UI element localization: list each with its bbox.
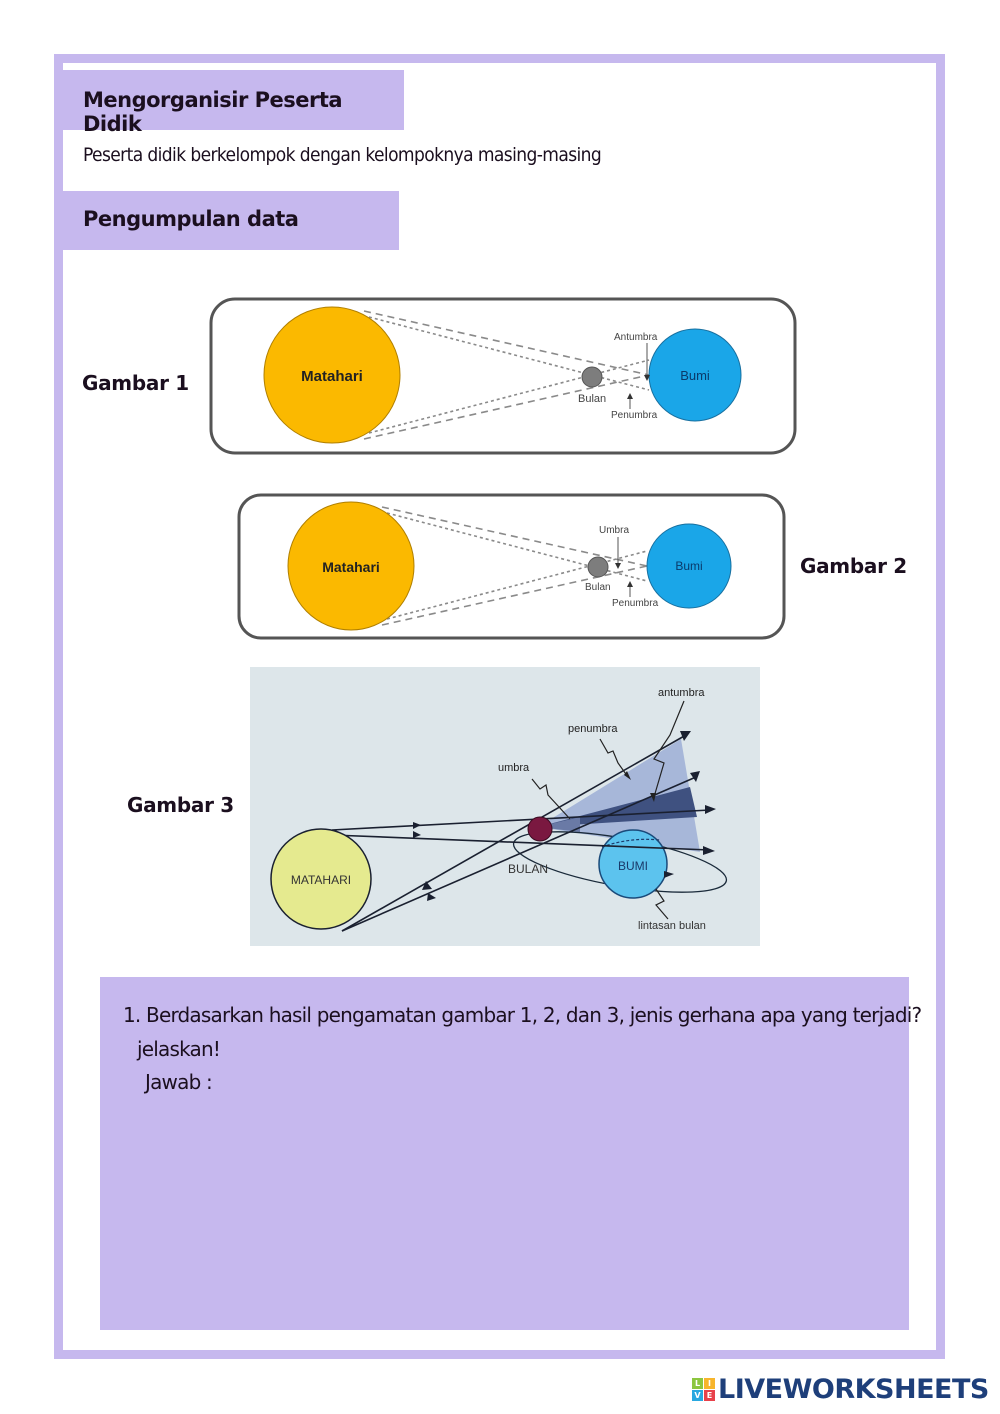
penumbra-label: Penumbra [612,598,659,609]
sun-label: Matahari [322,559,380,575]
sun-circle [263,306,401,444]
earth-circle [646,523,732,609]
umbra-label: Umbra [599,525,629,536]
figure-label-1: Gambar 1 [82,371,189,395]
orbit-label: lintasan bulan [638,920,706,932]
moon-circle [587,556,609,578]
logo-blocks-icon: L I V E [692,1377,715,1401]
figure-3-diagram: BUMI MATAHARI BULAN umbra penumbra antum… [250,667,760,946]
section-heading: Mengorganisir Peserta Didik [83,88,343,136]
section-header-data-collection: Pengumpulan data [63,191,399,250]
figure-1-diagram: Matahari Bulan Bumi Antumbra Penumbra [209,297,797,455]
answer-label: Jawab : [145,1070,213,1094]
earth-label: Bumi [680,368,710,383]
light-rays [331,734,711,932]
sun-circle [270,828,372,930]
moon-label: Bulan [578,393,606,405]
question-text-continued: jelaskan! [137,1037,221,1061]
question-box [100,977,909,1330]
figure-label-3: Gambar 3 [127,793,234,817]
moon-label: Bulan [585,582,611,593]
sun-label: Matahari [301,368,363,385]
logo-text: LIVEWORKSHEETS [718,1373,989,1405]
sun-label: MATAHARI [291,873,351,887]
antumbra-label: antumbra [658,687,705,699]
section-header-organizing: Mengorganisir Peserta Didik [63,70,404,136]
section-text: Peserta didik berkelompok dengan kelompo… [83,144,602,166]
moon-circle [581,366,603,388]
sun-circle [287,501,415,631]
moon-label: BULAN [508,862,548,876]
figure-label-2: Gambar 2 [800,554,907,578]
liveworksheets-logo: L I V E LIVEWORKSHEETS [692,1373,989,1405]
figure-2-diagram: Matahari Bulan Bumi Umbra Penumbra [237,493,786,640]
question-text: 1. Berdasarkan hasil pengamatan gambar 1… [123,1003,922,1027]
earth-label: Bumi [675,559,702,573]
moon-circle [527,816,553,842]
ray-arrowheads [413,731,716,901]
umbra-label: umbra [498,762,530,774]
penumbra-label: Penumbra [611,410,658,421]
penumbra-label: penumbra [568,723,618,735]
answer-input[interactable] [130,1100,890,1315]
section-heading: Pengumpulan data [83,207,299,231]
earth-label: BUMI [618,859,648,873]
antumbra-label: Antumbra [614,332,658,343]
